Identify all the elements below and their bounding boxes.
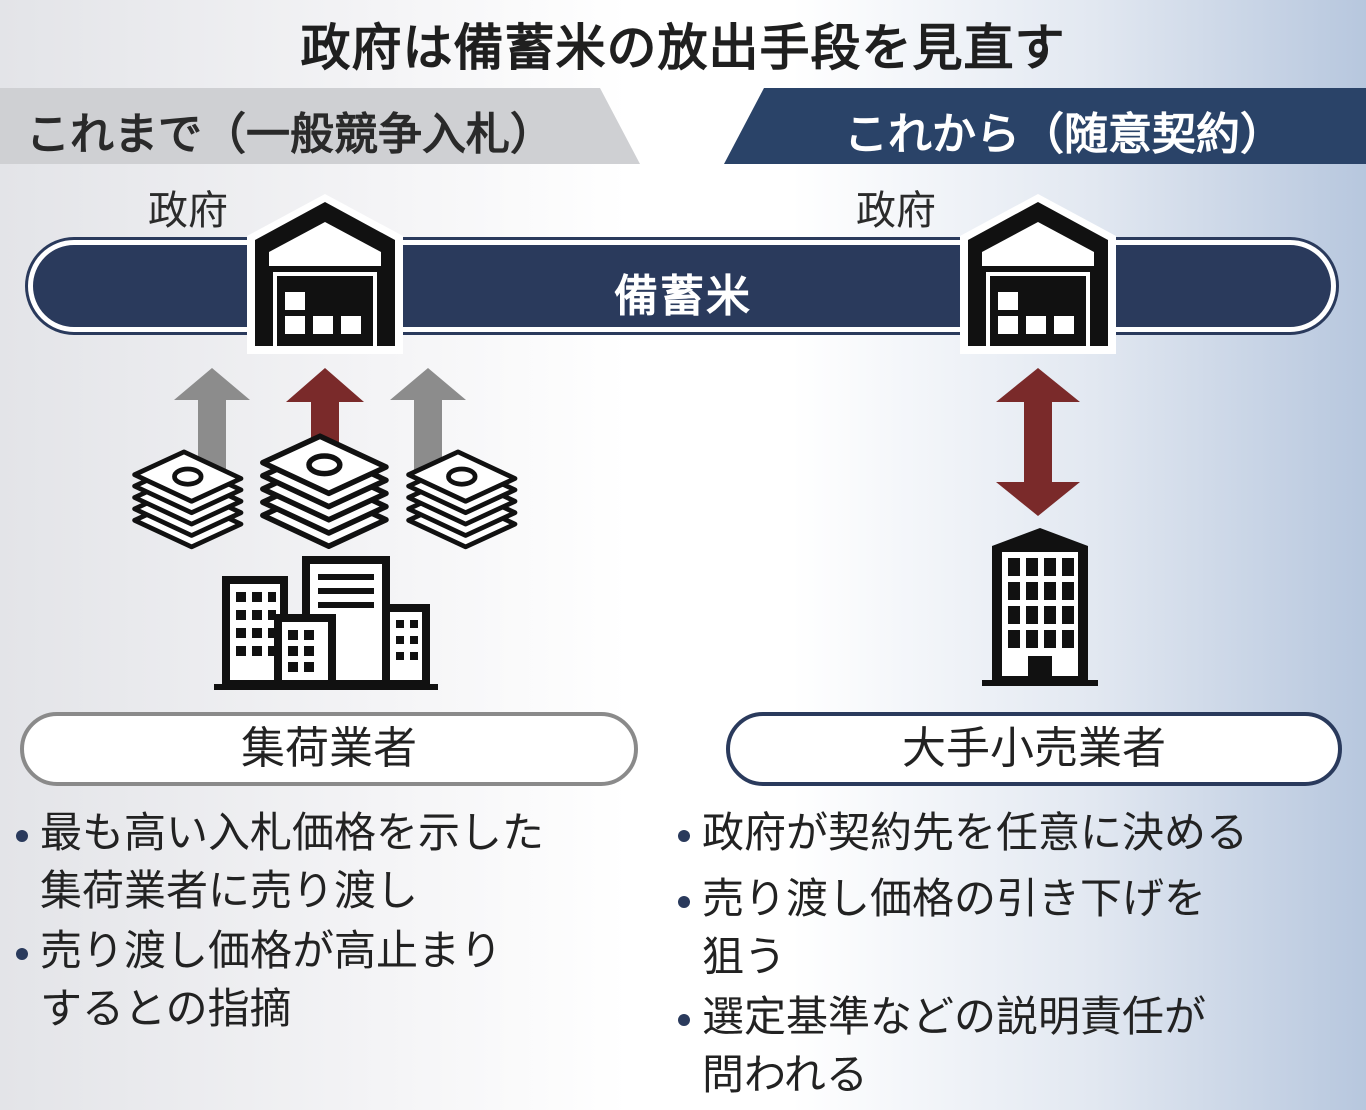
bullet-line: 政府が契約先を任意に決める [702, 808, 1249, 857]
header-after: これから（随意契約） [724, 88, 1366, 164]
bullet-line: 売り渡し価格の引き下げを [702, 874, 1207, 923]
office-buildings-icon [214, 556, 438, 690]
government-label-right: 政府 [856, 188, 936, 234]
bullet-item: 最も高い入札価格を示した 集荷業者に売り渡し [14, 804, 654, 920]
bullet-line: 選定基準などの説明責任が [702, 992, 1207, 1041]
collector-label: 集荷業者 [20, 712, 638, 786]
warehouse-icon [960, 194, 1116, 354]
header-before-label: これまで（一般競争入札） [26, 109, 554, 160]
bullets-before: 最も高い入札価格を示した 集荷業者に売り渡し 売り渡し価格が高止まり するとの指… [14, 804, 654, 1038]
government-label-left: 政府 [148, 188, 228, 234]
header-after-label: これから（随意契約） [844, 109, 1284, 160]
office-tower-icon [982, 528, 1098, 686]
bullet-line: 集荷業者に売り渡し [40, 866, 419, 915]
bullets-after: 政府が契約先を任意に決める 売り渡し価格の引き下げを 狙う 選定基準などの説明責… [676, 804, 1356, 1104]
bullet-item: 選定基準などの説明責任が 問われる [676, 988, 1356, 1104]
page-title: 政府は備蓄米の放出手段を見直す [300, 19, 1066, 77]
warehouse-icon [247, 194, 403, 354]
money-stack-icon [409, 452, 515, 547]
retailer-label: 大手小売業者 [726, 712, 1342, 786]
money-stack-icon [263, 436, 386, 546]
bullet-item: 売り渡し価格の引き下げを 狙う [676, 870, 1356, 986]
bullet-line: 狙う [702, 932, 787, 981]
bullet-line: 売り渡し価格が高止まり [40, 926, 503, 975]
stockpile-rice-label: 備蓄米 [614, 271, 752, 322]
bullet-item: 売り渡し価格が高止まり するとの指摘 [14, 922, 654, 1038]
bullet-line: するとの指摘 [40, 984, 292, 1033]
header-before: これまで（一般競争入札） [0, 88, 640, 164]
bullet-line: 問われる [702, 1050, 868, 1099]
bullet-line: 最も高い入札価格を示した [40, 808, 545, 857]
double-arrow-icon [996, 368, 1080, 516]
stockpile-rice-bar [28, 240, 1336, 332]
bullet-item: 政府が契約先を任意に決める [676, 804, 1356, 862]
